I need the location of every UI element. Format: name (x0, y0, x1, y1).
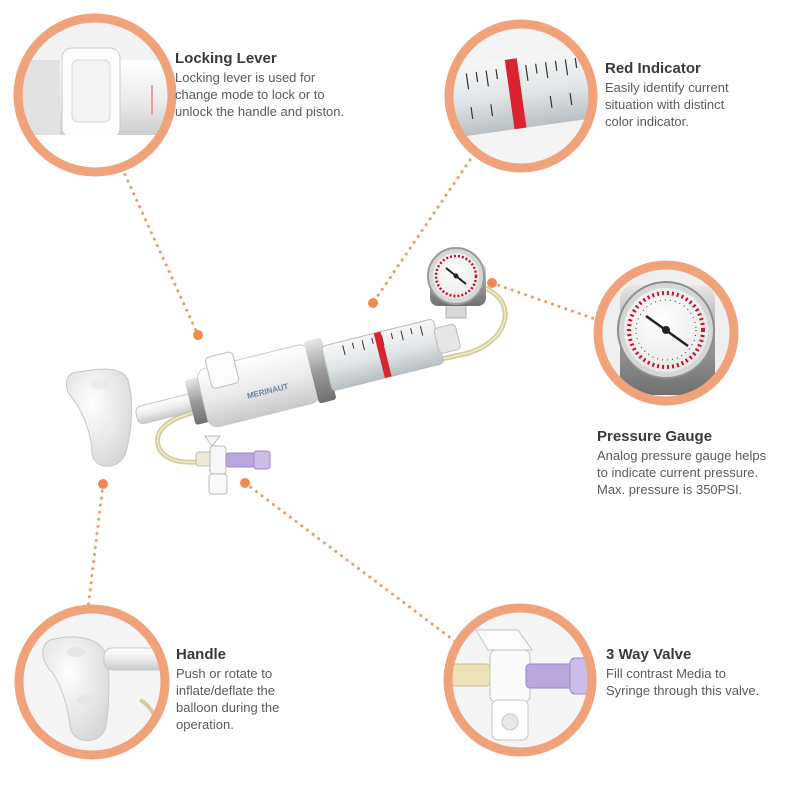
callout-body-locking-lever: Locking lever is used for change mode to… (175, 70, 345, 119)
callout-note-pressure-gauge: Max. pressure is 350PSI. (597, 482, 743, 497)
zoom-circle-locking-lever (13, 13, 177, 177)
leader-dot-red-indicator (368, 298, 378, 308)
leader-line-locking-lever (120, 166, 200, 337)
leader-line-valve (243, 481, 462, 647)
leader-dot-handle (98, 479, 108, 489)
callout-title-pressure-gauge: Pressure Gauge (597, 428, 713, 445)
callout-body-three-way-valve: Fill contrast Media to Syringe through t… (606, 666, 760, 698)
zoom-circle-handle (14, 604, 170, 760)
callout-pressure-gauge: Pressure Gauge Analog pressure gauge hel… (597, 428, 767, 498)
leader-dots (98, 278, 497, 489)
leader-line-red-indicator (371, 158, 472, 305)
callout-three-way-valve: 3 Way Valve Fill contrast Media to Syrin… (606, 646, 766, 699)
zoom-circle-pressure-gauge (593, 260, 739, 406)
red-indicator-band (373, 331, 392, 379)
pressure-gauge (427, 247, 486, 306)
callout-body-red-indicator: Easily identify current situation with d… (605, 80, 729, 129)
callout-body-handle: Push or rotate to inflate/deflate the ba… (176, 666, 280, 732)
leader-line-pressure-gauge (490, 281, 600, 322)
callout-red-indicator: Red Indicator Easily identify current si… (605, 60, 755, 130)
leader-dot-pressure-gauge (487, 278, 497, 288)
callout-title-locking-lever: Locking Lever (175, 50, 277, 67)
zoom-circle-red-indicator (444, 19, 598, 173)
inflation-device: MERINAUT (65, 247, 508, 495)
t-handle (65, 368, 133, 467)
callout-locking-lever: Locking Lever Locking lever is used for … (175, 50, 345, 120)
leader-dot-valve (240, 478, 250, 488)
callout-title-handle: Handle (176, 646, 227, 663)
zoom-circle-three-way-valve (443, 603, 597, 757)
leader-line-handle (86, 482, 105, 610)
leader-lines (86, 158, 600, 647)
callout-body-pressure-gauge: Analog pressure gauge helps to indicate … (597, 448, 767, 480)
leader-dot-locking-lever (193, 330, 203, 340)
callout-title-three-way-valve: 3 Way Valve (606, 646, 692, 663)
callout-title-red-indicator: Red Indicator (605, 60, 701, 77)
callout-handle: Handle Push or rotate to inflate/deflate… (176, 646, 306, 733)
three-way-valve (195, 435, 271, 495)
